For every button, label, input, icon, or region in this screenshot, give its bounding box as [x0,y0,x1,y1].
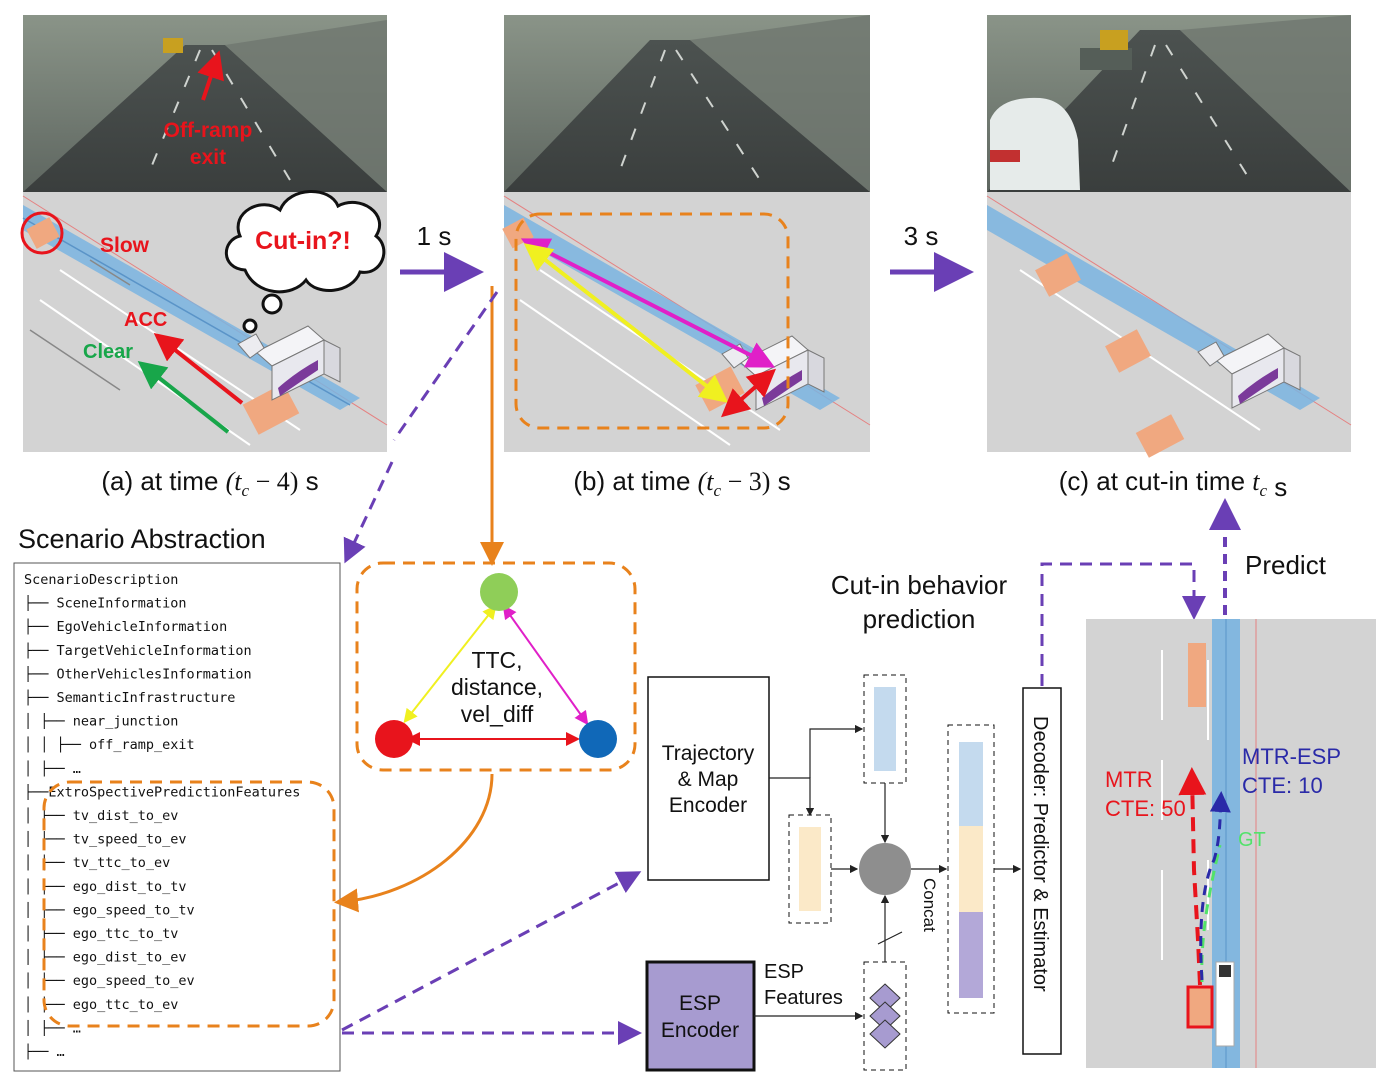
tree-line: │ ├── … [24,760,81,777]
mtr-label: MTR [1105,767,1153,792]
tree-line: │ ├── ego_ttc_to_ev [24,996,178,1013]
tree-line: ├──ExtroSpectivePredictionFeatures [24,783,300,800]
decoder-label: Decoder: Predictor & Estimator [1029,716,1051,992]
panel-b-caption: (b) at time (tc − 3) s [573,466,790,500]
decoder-to-result-arrow [1040,562,1206,686]
concat-vector-box [947,724,995,1014]
panel-b [502,15,871,452]
predict-label: Predict [1245,550,1327,580]
tree-line: │ ├── ego_speed_to_ev [24,972,195,989]
traj-encoder-label-1: Trajectory [662,742,755,765]
traj-encoder-label-2: & Map [678,768,739,791]
tree-line: ├── … [24,1043,65,1060]
tree-line: │ ├── ego_speed_to_tv [24,901,195,918]
svg-text:(b) at time (tc − 3) s: (b) at time (tc − 3) s [573,466,790,500]
abstraction-link-arrow [343,461,394,564]
gt-trajectory [1200,844,1222,983]
mtr-esp-cte-label: CTE: 10 [1242,773,1323,798]
esp-encoder-label-1: ESP [679,992,721,1015]
clear-label: Clear [83,341,133,363]
node-other-vehicle [579,720,617,758]
tree-line: ├── SemanticInfrastructure [24,689,235,706]
slow-label: Slow [100,234,150,257]
dashed-link-a-b [392,291,499,441]
panel-a: Off-ramp exit Slow ACC Clear Cut-in?! [20,15,388,452]
relation-label-line1: TTC, [471,647,522,673]
concat-label: Concat [920,878,939,932]
cutin-bubble-text: Cut-in?! [255,227,351,255]
concat-segment-esp [959,912,983,998]
tree-line: │ ├── near_junction [24,713,178,730]
tree-line: ScenarioDescription [24,572,178,588]
tree-line: │ ├── ego_dist_to_tv [24,878,187,895]
tree-line: │ ├── tv_ttc_to_ev [24,854,170,871]
off-ramp-label-line2: exit [190,146,226,169]
node-ego-vehicle [375,720,413,758]
mtr-trajectory [1178,767,1207,986]
esp-feature-tokens [869,983,901,1049]
tree-line: ├── TargetVehicleInformation [24,642,252,659]
graph-to-features-arrow [334,773,494,913]
relation-label-line2: distance, [451,674,543,700]
gt-label: GT [1238,829,1266,851]
decoder-block [1022,687,1062,1055]
off-ramp-label-line1: Off-ramp [164,119,253,142]
scenario-tree-panel [13,562,341,1072]
node-target-vehicle [480,573,518,611]
ego-vehicle-highlight [1186,985,1214,1029]
tree-line: │ ├── ego_dist_to_ev [24,949,187,966]
esp-features-label-2: Features [764,987,843,1009]
concat-segment-traj [959,742,983,826]
panel-a-camera-image [23,15,387,192]
map-feature-vector [799,827,821,911]
tree-line: ├── EgoVehicleInformation [24,618,227,635]
tree-line: │ ├── tv_speed_to_ev [24,831,187,848]
esp-features-label-1: ESP [764,961,804,983]
panel-a-bev-map [20,192,388,452]
mtr-esp-trajectory [1199,791,1231,981]
panel-a-caption: (a) at time (tc − 4) s [101,466,318,500]
esp-encoder-label-2: Encoder [661,1019,739,1042]
panel-c-caption: (c) at cut-in time tc s [1059,466,1288,502]
focus-region-box [514,212,790,430]
tree-line: ├── SceneInformation [24,595,187,612]
tree-line: │ ├── … [24,1019,81,1036]
svg-text:(a) at time (tc − 4) s: (a) at time (tc − 4) s [101,466,318,500]
tree-line: │ ├── ego_ttc_to_tv [24,925,178,942]
panel-b-bev-map [502,192,871,452]
tree-line: ├── OtherVehiclesInformation [24,665,252,682]
acc-label: ACC [124,309,167,331]
tree-line: │ │ ├── off_ramp_exit [24,736,195,753]
thought-bubble [224,190,386,334]
slow-vehicle-highlight [20,211,64,255]
relation-label-line3: vel_diff [461,701,534,727]
result-bev-map [1086,619,1376,1068]
panel-b-camera-image [504,15,870,192]
mtr-cte-label: CTE: 50 [1105,796,1186,821]
prediction-title-1: Cut-in behavior [831,570,1008,600]
tree-line: │ ├── tv_dist_to_ev [24,807,178,824]
esp-encoder [645,960,756,1072]
relation-graph [355,561,637,772]
prediction-title-2: prediction [863,604,976,634]
scenario-tree: ScenarioDescription ├── SceneInformation ├… [24,572,300,1060]
svg-text:(c) at cut-in time tc s: (c) at cut-in time tc s [1059,466,1288,502]
traj-feature-vector [874,687,896,771]
mtr-esp-label: MTR-ESP [1242,744,1341,769]
concat-segment-map [959,826,983,912]
transition-label-1: 1 s [417,221,452,251]
panel-c [986,15,1352,458]
scenario-abstraction-title: Scenario Abstraction [18,524,266,554]
features-to-traj-arrow [341,871,642,1032]
esp-features-highlight [42,780,336,1028]
transition-label-2: 3 s [904,221,939,251]
concat-node [859,843,911,895]
panel-c-bev-map [986,192,1352,458]
traj-encoder-label-3: Encoder [669,794,747,817]
panel-c-camera-image [987,15,1351,192]
